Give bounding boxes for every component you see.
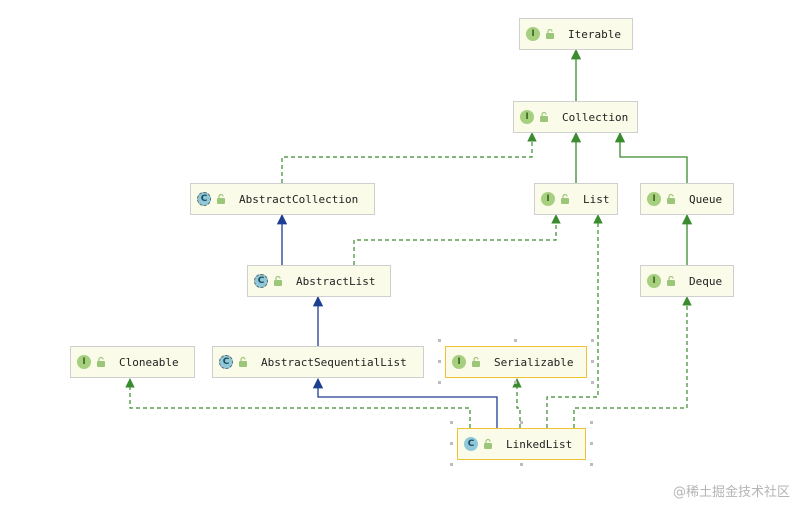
interface-icon: I [520,110,534,124]
node-label: Queue [689,192,723,206]
node-abstract-sequential-list[interactable]: C AbstractSequentialList [212,346,424,378]
lock-icon [540,111,548,122]
edge-linkedlist-cloneable [125,378,471,428]
lock-icon [667,275,675,286]
selection-handle[interactable] [450,421,453,424]
lock-icon [274,275,282,286]
node-label: AbstractSequentialList [261,355,407,369]
node-label: LinkedList [506,437,573,451]
class-icon: C [464,437,478,451]
node-deque[interactable]: I Deque [640,265,734,297]
selection-handle[interactable] [591,381,594,384]
watermark: @稀土掘金技术社区 [672,485,790,500]
selection-handle[interactable] [590,421,593,424]
interface-icon: I [77,355,91,369]
node-queue[interactable]: I Queue [640,183,734,215]
interface-icon: I [452,355,466,369]
node-label: AbstractCollection [239,192,359,206]
selection-handle[interactable] [590,442,593,445]
edge-linkedlist-list [546,214,603,428]
lock-icon [484,438,492,449]
selection-handle[interactable] [520,421,523,424]
lock-icon [561,193,569,204]
lock-icon [239,356,247,367]
node-serializable[interactable]: I Serializable [445,346,587,378]
selection-handle[interactable] [438,381,441,384]
lock-icon [97,356,105,367]
abstract-class-icon: C [197,192,211,206]
edge-linkedlist-deque [573,296,692,428]
selection-handle[interactable] [438,339,441,342]
node-list[interactable]: I List [534,183,618,215]
node-abstract-collection[interactable]: C AbstractCollection [190,183,375,215]
edge-abstractcollection-collection [281,132,537,183]
lock-icon [472,356,480,367]
selection-handle[interactable] [450,463,453,466]
interface-icon: I [647,274,661,288]
selection-handle[interactable] [514,381,517,384]
node-label: Serializable [494,355,574,369]
edge-linkedlist-serializable [512,378,522,428]
edge-abstractlist-list [353,214,561,265]
selection-handle[interactable] [450,442,453,445]
selection-handle[interactable] [514,339,517,342]
lock-icon [217,193,225,204]
selection-handle[interactable] [520,463,523,466]
selection-handle[interactable] [590,463,593,466]
node-collection[interactable]: I Collection [513,101,638,133]
node-cloneable[interactable]: I Cloneable [70,346,195,378]
abstract-class-icon: C [219,355,233,369]
node-iterable[interactable]: I Iterable [519,18,633,50]
node-label: Collection [562,110,629,124]
selection-handle[interactable] [438,360,441,363]
node-label: Cloneable [119,355,179,369]
selection-handle[interactable] [591,339,594,342]
selection-handle[interactable] [591,360,594,363]
interface-icon: I [541,192,555,206]
edge-queue-collection [614,131,688,183]
node-label: AbstractList [296,274,376,288]
abstract-class-icon: C [254,274,268,288]
node-label: List [583,192,610,206]
interface-icon: I [647,192,661,206]
edge-linkedlist-abstractsequentiallist [312,377,498,428]
node-linked-list[interactable]: C LinkedList [457,428,586,460]
lock-icon [546,28,554,39]
node-label: Deque [689,274,723,288]
node-label: Iterable [568,27,621,41]
interface-icon: I [526,27,540,41]
lock-icon [667,193,675,204]
node-abstract-list[interactable]: C AbstractList [247,265,391,297]
